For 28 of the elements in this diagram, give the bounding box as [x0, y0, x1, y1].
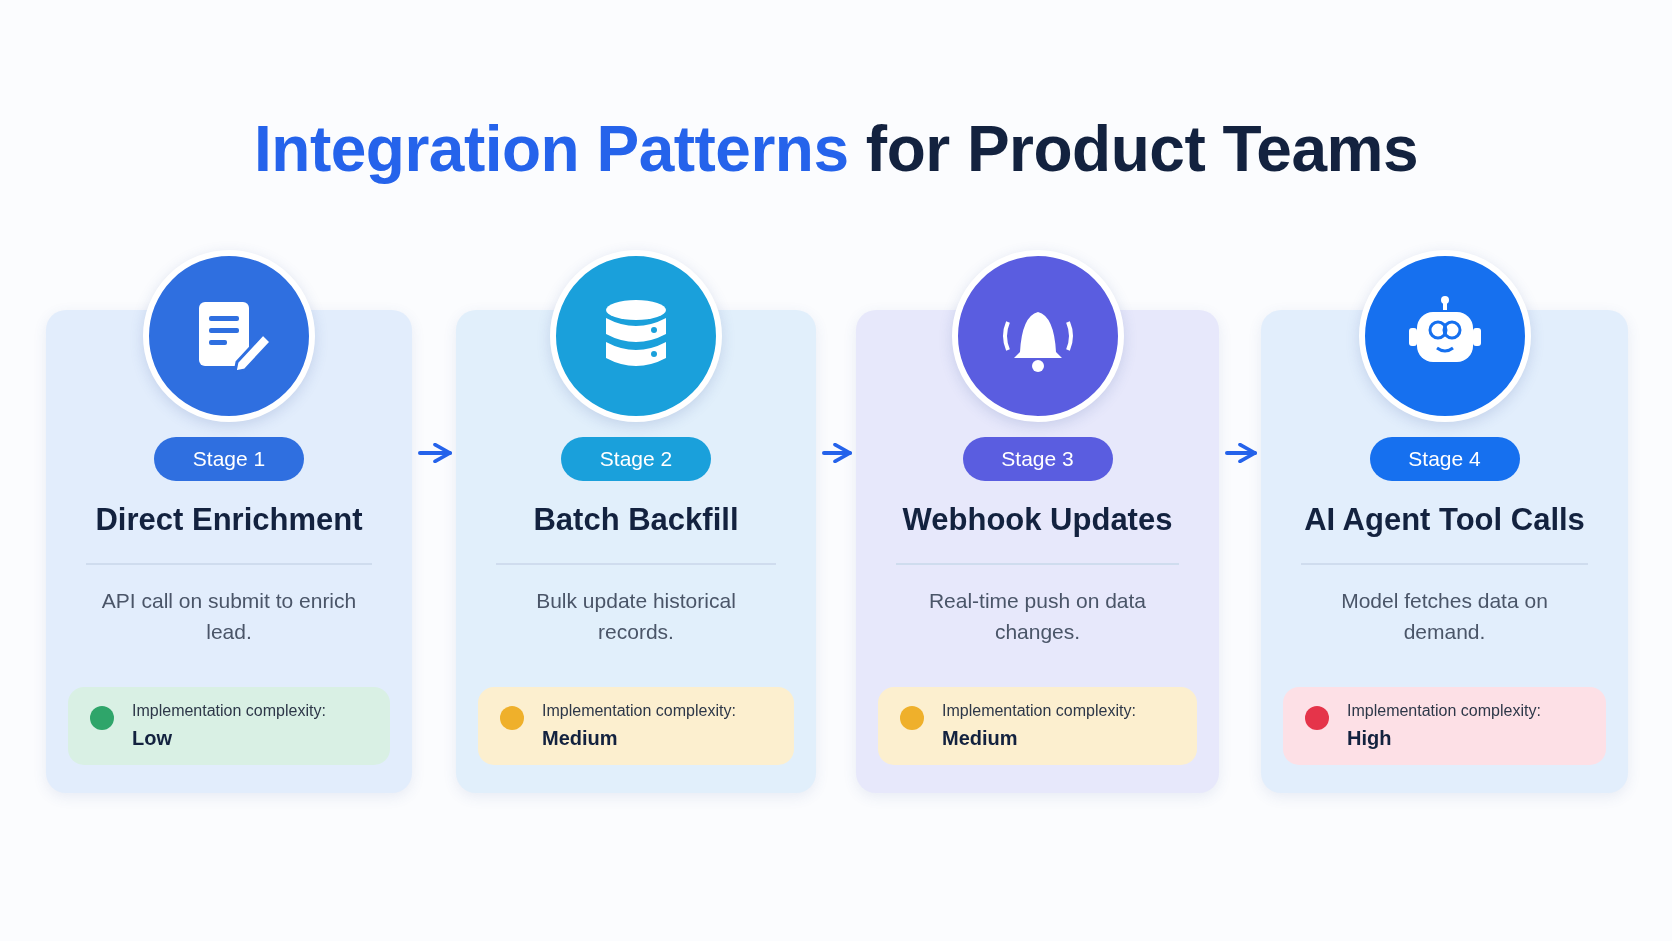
complexity-value: Medium — [542, 727, 618, 750]
stage-label: Stage 3 — [962, 437, 1113, 481]
arrow — [822, 442, 852, 464]
complexity-value: Low — [132, 727, 172, 750]
stage-label: Stage 1 — [154, 437, 304, 481]
complexity-box — [68, 687, 390, 765]
complexity-label: Implementation complexity: — [942, 702, 1136, 720]
stage-label: Stage 4 — [1369, 437, 1520, 481]
complexity-value: High — [1347, 727, 1392, 750]
stage-description: Model fetches data on demand. — [1340, 588, 1549, 645]
complexity-label: Implementation complexity: — [542, 702, 736, 720]
complexity-label: Implementation complexity: — [132, 702, 326, 720]
stage-description: Bulk update historical records. — [535, 588, 737, 645]
complexity-box — [478, 687, 794, 765]
complexity-box — [878, 687, 1197, 765]
stage-label: Stage 2 — [561, 437, 711, 481]
stage-description: API call on submit to enrich lead. — [100, 588, 358, 645]
stage-description: Real-time push on data changes. — [927, 588, 1148, 645]
complexity-value: Medium — [942, 727, 1018, 750]
stage-title: Webhook Updates — [901, 502, 1174, 538]
complexity-box — [1283, 687, 1606, 765]
arrow — [418, 442, 452, 464]
stage-title: Batch Backfill — [532, 502, 740, 538]
complexity-label: Implementation complexity: — [1347, 702, 1541, 720]
arrow — [1225, 442, 1257, 464]
title: Integration Patterns for Product Teams — [253, 112, 1419, 186]
stage-title: Direct Enrichment — [94, 502, 364, 538]
stage-title: AI Agent Tool Calls — [1303, 502, 1586, 538]
